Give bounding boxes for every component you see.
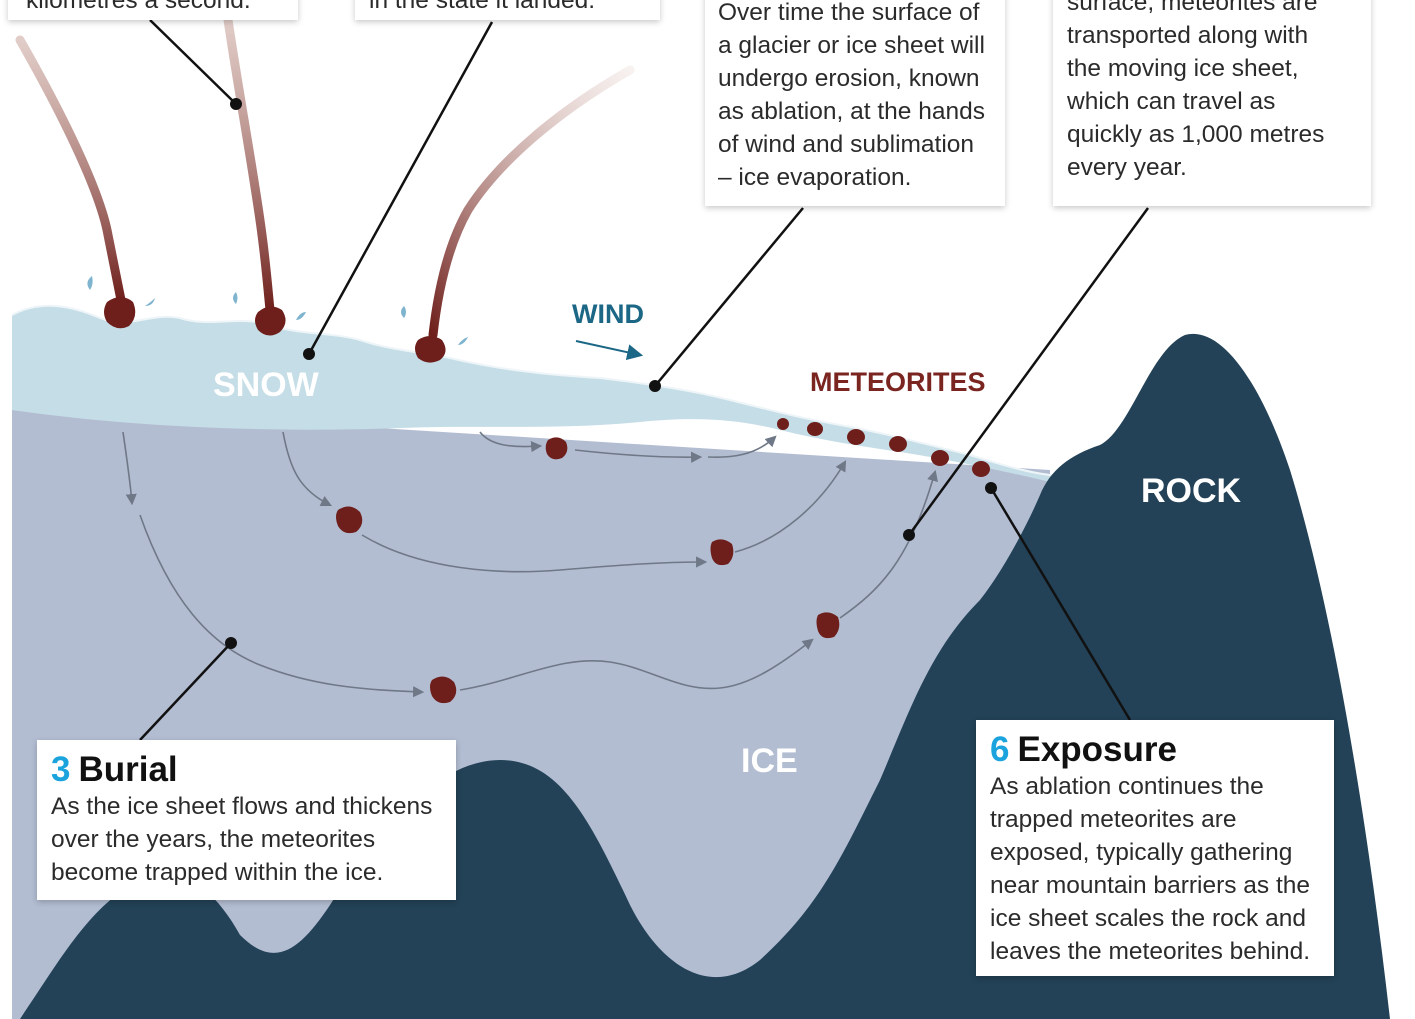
exposure-title: Exposure bbox=[1017, 730, 1177, 769]
wind-arrow-icon bbox=[575, 340, 644, 361]
step1-box: kilometres a second. bbox=[8, 0, 298, 20]
meteorites-label: METEORITES bbox=[810, 367, 986, 397]
fall-trail bbox=[15, 35, 126, 305]
leader-lines bbox=[139, 19, 1150, 741]
burial-line: become trapped within the ice. bbox=[51, 859, 384, 886]
ablation-line: undergo erosion, known bbox=[718, 65, 980, 92]
fall-trail bbox=[223, 15, 275, 315]
fall-trail bbox=[428, 65, 635, 340]
exposure-line: As ablation continues the bbox=[990, 773, 1264, 800]
step2-text: in the state it landed. bbox=[369, 0, 596, 14]
impact-splash bbox=[87, 276, 468, 345]
ablation-line: of wind and sublimation bbox=[718, 131, 975, 158]
transport-box: surface, meteorites are transported alon… bbox=[1053, 0, 1371, 206]
ablation-line: – ice evaporation. bbox=[718, 164, 912, 191]
ice-label: ICE bbox=[741, 742, 798, 780]
transport-line: every year. bbox=[1067, 154, 1187, 181]
leader-dot-icon bbox=[225, 98, 997, 649]
exposure-line: near mountain barriers as the bbox=[990, 872, 1311, 899]
ablation-line: Over time the surface of bbox=[718, 0, 980, 26]
ablation-line: as ablation, at the hands bbox=[718, 98, 985, 125]
burial-line: over the years, the meteorites bbox=[51, 826, 376, 853]
snow-label: SNOW bbox=[213, 366, 319, 404]
exposure-line: exposed, typically gathering bbox=[990, 839, 1293, 866]
exposure-line: ice sheet scales the rock and bbox=[990, 905, 1306, 932]
ice-flow-arrows bbox=[122, 431, 938, 698]
ablation-box: Over time the surface of a glacier or ic… bbox=[705, 0, 1005, 206]
transport-line: the moving ice sheet, bbox=[1067, 55, 1299, 82]
rock-label: ROCK bbox=[1141, 472, 1242, 510]
step1-text: kilometres a second. bbox=[26, 0, 251, 14]
transport-line: quickly as 1,000 metres bbox=[1067, 121, 1325, 148]
transport-line: which can travel as bbox=[1067, 88, 1276, 115]
transport-line: surface, meteorites are bbox=[1067, 0, 1318, 16]
transport-line: transported along with bbox=[1067, 22, 1309, 49]
snow-layer bbox=[12, 305, 1060, 482]
step2-box: in the state it landed. bbox=[355, 0, 660, 20]
exposure-line: trapped meteorites are bbox=[990, 806, 1237, 833]
wind-label: WIND bbox=[572, 299, 644, 329]
exposure-number: 6 bbox=[990, 730, 1010, 769]
burial-title: Burial bbox=[78, 750, 178, 789]
exposure-line: leaves the meteorites behind. bbox=[990, 938, 1311, 965]
meteorite-icon bbox=[104, 297, 990, 704]
burial-number: 3 bbox=[51, 750, 71, 789]
ablation-line: a glacier or ice sheet will bbox=[718, 32, 985, 59]
burial-line: As the ice sheet flows and thickens bbox=[51, 793, 433, 820]
